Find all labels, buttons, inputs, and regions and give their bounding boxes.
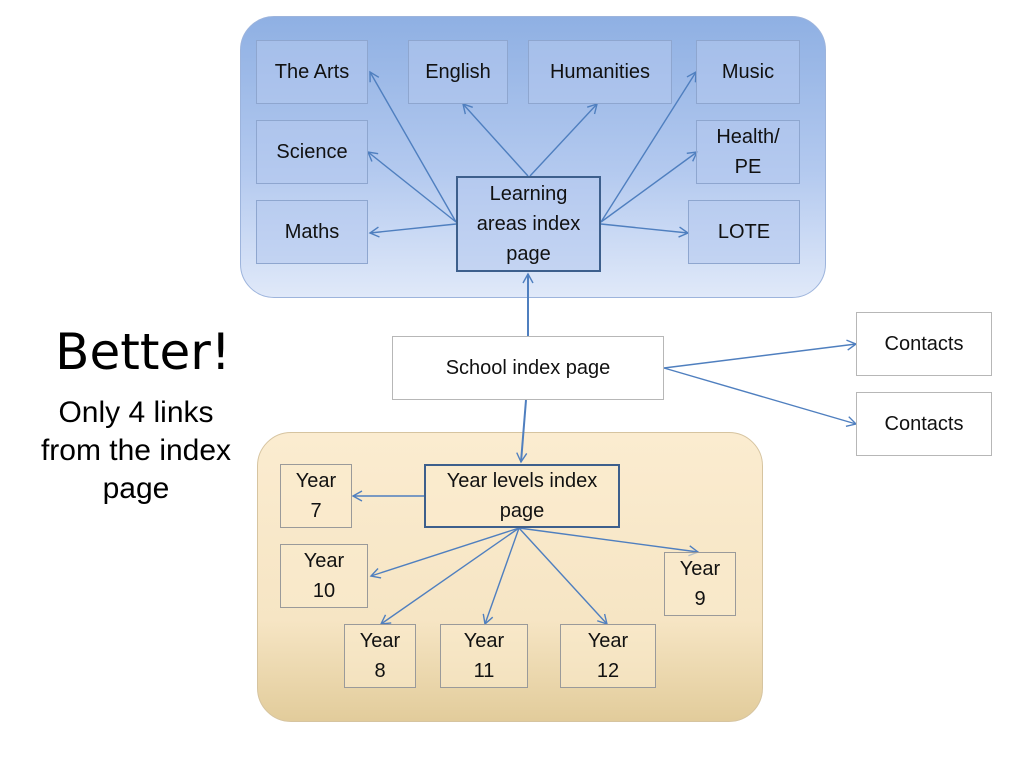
node-music[interactable]: Music	[696, 40, 800, 104]
node-label: Year 10	[303, 550, 345, 602]
node-label: Humanities	[549, 61, 651, 83]
arrow-to-music	[600, 70, 697, 223]
node-humanities[interactable]: Humanities	[528, 40, 672, 104]
node-maths[interactable]: Maths	[256, 200, 368, 264]
node-label: Science	[276, 141, 348, 163]
node-contacts-1[interactable]: Contacts	[856, 312, 992, 376]
arrow-to-health-pe	[600, 151, 699, 223]
node-learning-areas-index[interactable]: Learning areas index page	[456, 176, 601, 272]
node-the-arts[interactable]: The Arts	[256, 40, 368, 104]
arrow-to-the-arts	[369, 70, 457, 223]
node-label: Learning areas index page	[476, 183, 581, 265]
node-label: Year 7	[295, 470, 337, 522]
node-school-index[interactable]: School index page	[392, 336, 664, 400]
arrow-to-contacts-2	[663, 367, 858, 427]
node-year7[interactable]: Year 7	[280, 464, 352, 528]
arrow-to-science	[366, 151, 457, 223]
caption-heading: Better!	[55, 323, 231, 381]
arrow-to-contacts-1	[663, 339, 858, 369]
arrow-to-year11	[482, 527, 520, 626]
arrow-to-maths	[368, 223, 457, 238]
node-label: Year 9	[679, 558, 721, 610]
node-label: LOTE	[717, 221, 771, 243]
node-label: Health/ PE	[716, 126, 780, 178]
node-label: The Arts	[274, 61, 350, 83]
arrow-to-year-levels	[516, 399, 528, 464]
node-year10[interactable]: Year 10	[280, 544, 368, 608]
node-label: School index page	[445, 357, 611, 379]
node-label: Year 8	[359, 630, 401, 682]
node-science[interactable]: Science	[256, 120, 368, 184]
node-contacts-2[interactable]: Contacts	[856, 392, 992, 456]
node-label: English	[425, 61, 491, 83]
arrow-to-year9	[518, 527, 700, 557]
arrow-to-year8	[379, 527, 520, 625]
arrow-to-english	[462, 102, 529, 177]
arrow-to-year10	[369, 527, 520, 579]
node-year12[interactable]: Year 12	[560, 624, 656, 688]
arrow-to-humanities	[529, 102, 598, 177]
caption-note: Only 4 links from the index page	[40, 396, 232, 505]
node-lote[interactable]: LOTE	[688, 200, 800, 264]
node-english[interactable]: English	[408, 40, 508, 104]
node-label: Contacts	[884, 413, 964, 435]
node-year11[interactable]: Year 11	[440, 624, 528, 688]
arrow-to-lote	[600, 223, 690, 238]
node-label: Year 12	[587, 630, 629, 682]
node-label: Year levels index page	[446, 470, 598, 522]
node-label: Contacts	[884, 333, 964, 355]
node-label: Maths	[284, 221, 340, 243]
node-year-levels-index[interactable]: Year levels index page	[424, 464, 620, 528]
node-year8[interactable]: Year 8	[344, 624, 416, 688]
node-label: Music	[721, 61, 775, 83]
node-year9[interactable]: Year 9	[664, 552, 736, 616]
node-label: Year 11	[463, 630, 505, 682]
arrow-to-year12	[518, 527, 608, 626]
node-health-pe[interactable]: Health/ PE	[696, 120, 800, 184]
